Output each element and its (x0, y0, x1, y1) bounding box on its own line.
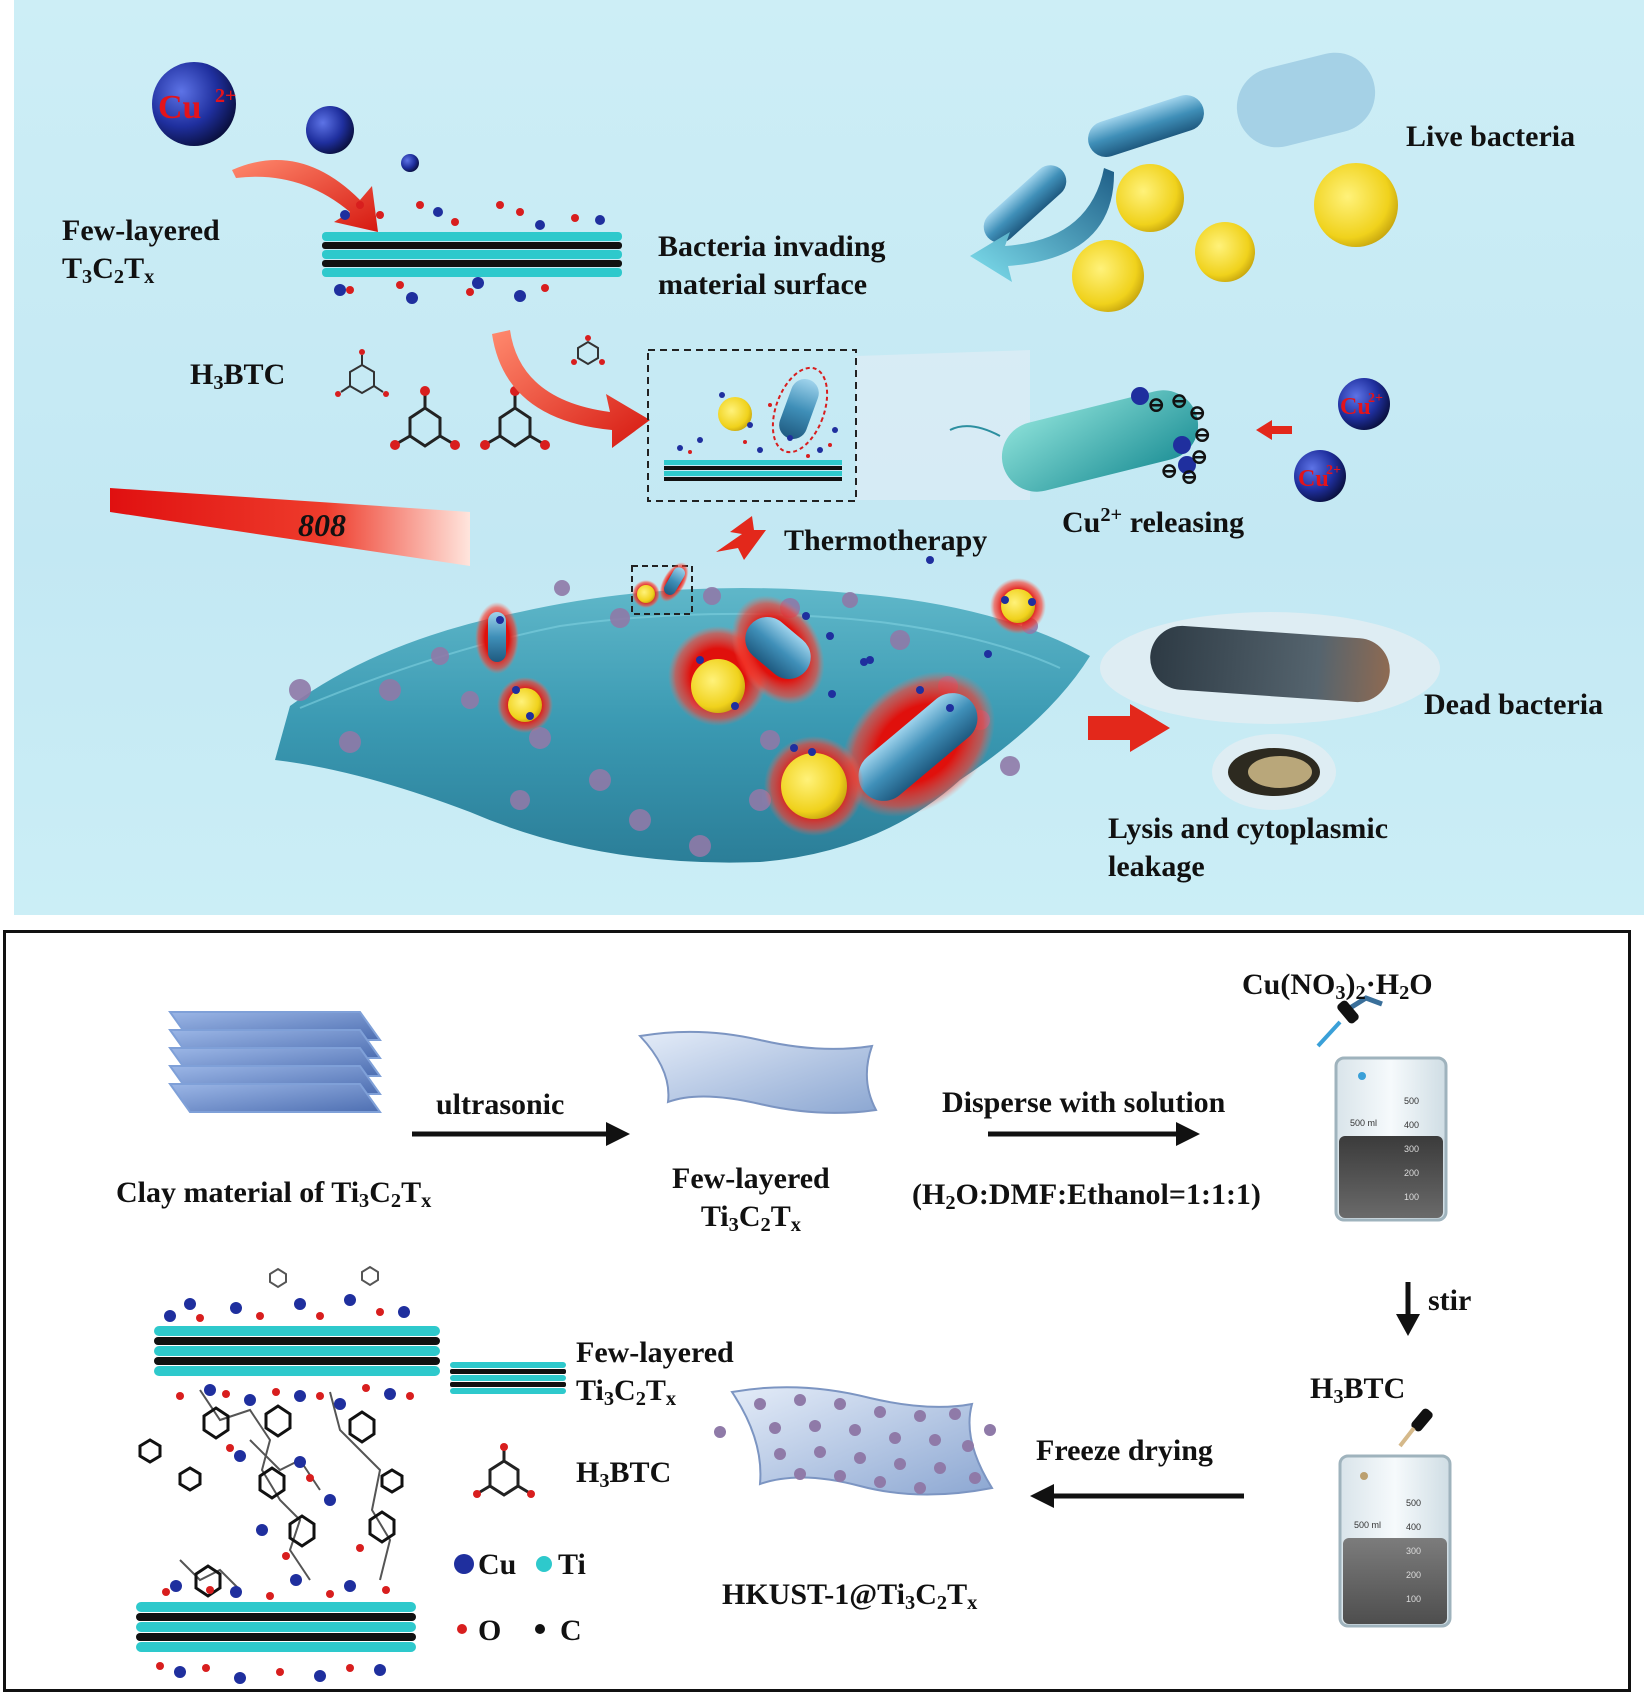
legend-mxene-icon (450, 1362, 566, 1394)
legend-few-layered-label: Few-layered Ti3C2Tx (576, 1336, 734, 1411)
negative-charge-icon: ⊖ (1147, 392, 1165, 417)
negative-charge-icon: ⊖ (1170, 388, 1188, 413)
lysis-label: Lysis and cytoplasmic leakage (1108, 812, 1389, 883)
cu-ion-label: Cu (1340, 394, 1371, 420)
thermotherapy-label: Thermotherapy (784, 524, 988, 557)
red-arrow-icon (716, 516, 766, 560)
live-bacteria-label: Live bacteria (1406, 120, 1576, 153)
few-layered-sheet-icon (637, 1030, 878, 1114)
clay-material-label: Clay material of Ti3C2Tx (116, 1176, 432, 1213)
beaker-tick-label: 500 (1404, 1096, 1419, 1106)
ultrasonic-label: ultrasonic (436, 1088, 565, 1121)
stir-label: stir (1428, 1284, 1472, 1317)
cu-ion-icon (496, 556, 1036, 756)
process-arrow-icon (412, 1122, 630, 1146)
beaker-tick-label: 200 (1406, 1570, 1421, 1580)
bacteria-invading-label: Bacteria invading material surface (658, 230, 886, 301)
cu-ion-icon: Cu 2+ (1294, 450, 1346, 502)
cu-ion-charge: 2+ (215, 85, 236, 107)
negative-charge-icon: ⊖ (1188, 400, 1206, 425)
beaker-tick-label: 400 (1406, 1522, 1421, 1532)
red-arrow-icon (1088, 704, 1170, 752)
disperse-label: Disperse with solution (942, 1086, 1226, 1119)
curved-red-arrow-icon (232, 160, 378, 232)
cu-ion-icon: Cu 2+ (1338, 378, 1390, 430)
curved-red-arrow-icon (492, 330, 650, 448)
cu-ion-label: Cu (1298, 466, 1329, 492)
top-panel-illustration: Cu 2+ (110, 52, 1440, 863)
btc-molecule-icon (571, 335, 605, 366)
process-arrow-icon (1396, 1282, 1420, 1336)
beaker-icon: 500 400 300 200 100 500 ml (1316, 995, 1448, 1222)
btc-molecule-icon (390, 386, 460, 450)
btc-molecule-icon (335, 349, 389, 397)
cu-ion-icon: Cu 2+ (152, 62, 236, 146)
heated-bacteria-icon (475, 562, 1046, 836)
beaker-tick-label: 400 (1404, 1120, 1419, 1130)
beaker-tick-label: 100 (1406, 1594, 1421, 1604)
beaker-tick-label: 300 (1406, 1546, 1421, 1556)
dead-bacteria-label: Dead bacteria (1424, 688, 1604, 721)
red-arrow-icon (1256, 420, 1292, 440)
surface-inset-box (647, 349, 1030, 502)
clay-stack-icon (168, 1011, 382, 1113)
product-label: HKUST-1@Ti3C2Tx (722, 1578, 978, 1615)
copper-nitrate-label: Cu(NO3)2·H2O (1242, 968, 1433, 1005)
h3btc-step-label: H3BTC (1310, 1372, 1406, 1409)
negative-charge-icon: ⊖ (1160, 458, 1178, 483)
beaker-icon: 500 400 300 200 100 500 ml (1338, 1408, 1452, 1628)
legend-o-atom-icon (457, 1624, 467, 1634)
freeze-drying-label: Freeze drying (1036, 1434, 1213, 1467)
beaker-volume-label: 500 ml (1354, 1520, 1381, 1530)
laser-beam-icon (110, 488, 470, 566)
legend-c-atom-icon (535, 1624, 545, 1634)
cu-ion-charge: 2+ (1326, 463, 1341, 478)
mxene-sheet-icon (322, 201, 622, 304)
h3btc-label: H3BTC (190, 358, 286, 395)
live-bacteria-icon (983, 52, 1398, 312)
legend-cu-atom-icon (454, 1554, 474, 1574)
legend-cu-label: Cu (478, 1548, 517, 1581)
beaker-tick-label: 100 (1404, 1192, 1419, 1202)
cu-ion-label: Cu (158, 89, 201, 126)
beaker-tick-label: 300 (1404, 1144, 1419, 1154)
negative-charge-icon: ⊖ (1180, 464, 1198, 489)
legend-o-label: O (478, 1614, 502, 1647)
few-layered-ti3c2tx-label: Few-layered Ti3C2Tx (672, 1162, 830, 1237)
cu-ion-charge: 2+ (1368, 391, 1383, 406)
legend-ti-label: Ti (558, 1548, 586, 1581)
beaker-volume-label: 500 ml (1350, 1118, 1377, 1128)
legend-c-label: C (560, 1614, 582, 1647)
cu-releasing-label: Cu2+ releasing (1062, 503, 1245, 539)
legend-btc-icon (473, 1443, 535, 1498)
beaker-tick-label: 200 (1404, 1168, 1419, 1178)
hkust-composite-icon (714, 1386, 996, 1496)
legend-h3btc-label: H3BTC (576, 1456, 672, 1493)
negative-charge-icon: ⊖ (1190, 444, 1208, 469)
legend-ti-atom-icon (536, 1556, 552, 1572)
negative-charge-icon: ⊖ (1193, 422, 1211, 447)
process-arrow-icon (988, 1122, 1200, 1146)
mof-mxene-structure-icon (136, 1265, 440, 1684)
laser-wavelength-label: 808 (298, 507, 346, 543)
curved-blue-arrow-icon (970, 168, 1115, 282)
charged-bacterium-icon: ⊖ ⊖ ⊖ ⊖ ⊖ ⊖ ⊖ (949, 387, 1211, 492)
cu-ion-icon (401, 154, 419, 172)
solvent-ratio-label: (H2O:DMF:Ethanol=1:1:1) (912, 1178, 1261, 1215)
dead-bacteria-icon (1100, 612, 1440, 810)
process-arrow-icon (1030, 1484, 1244, 1508)
cu-ion-icon (306, 106, 354, 154)
beaker-tick-label: 500 (1406, 1498, 1421, 1508)
few-layered-label: Few-layered T3C2Tx (62, 214, 220, 289)
